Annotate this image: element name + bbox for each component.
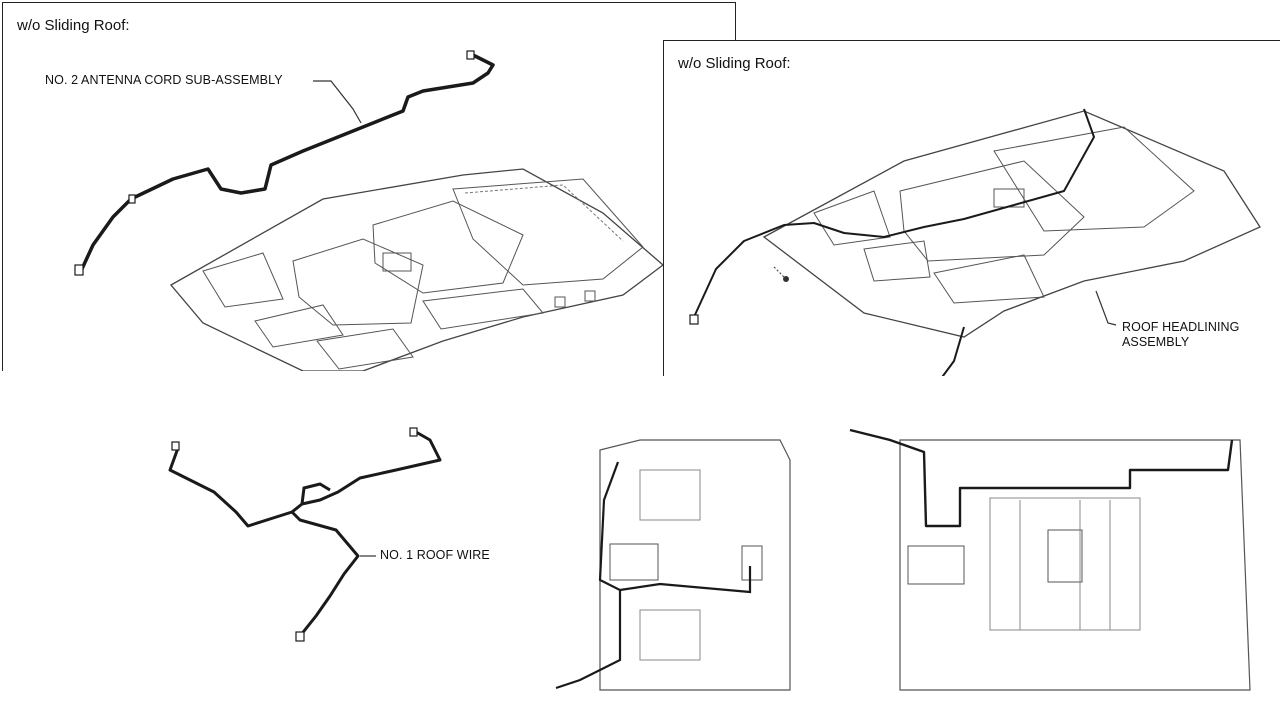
callout-line-2: ASSEMBLY (1122, 335, 1190, 349)
roof-wire-on-headliner (693, 108, 1095, 318)
callout-no1-roof-wire: NO. 1 ROOF WIRE (380, 548, 490, 562)
top-view-headliner-middle (555, 439, 791, 691)
panel-roof-headlining: w/o Sliding Roof: ROOF HEADLINING ASSEMB… (663, 40, 1280, 376)
top-view-headliner-right (849, 428, 1251, 691)
callout-leader (1095, 290, 1117, 326)
headliner-outline (169, 168, 665, 371)
headliner-outline (762, 110, 1261, 338)
panel-title: w/o Sliding Roof: (17, 17, 130, 34)
callout-roof-headlining: ROOF HEADLINING ASSEMBLY (1122, 320, 1240, 350)
no1-roof-wire-drawing (168, 427, 442, 642)
headliner-illustration-headlining (689, 108, 1261, 376)
panel-title: w/o Sliding Roof: (678, 55, 791, 72)
antenna-cord-wire (79, 53, 495, 272)
panel-antenna-cord: w/o Sliding Roof: NO. 2 ANTENNA CORD SUB… (2, 2, 736, 371)
headliner-illustration-antenna (74, 50, 665, 371)
callout-leader (313, 80, 362, 124)
callout-antenna-cord: NO. 2 ANTENNA CORD SUB-ASSEMBLY (45, 73, 283, 87)
callout-line-1: ROOF HEADLINING (1122, 320, 1240, 334)
